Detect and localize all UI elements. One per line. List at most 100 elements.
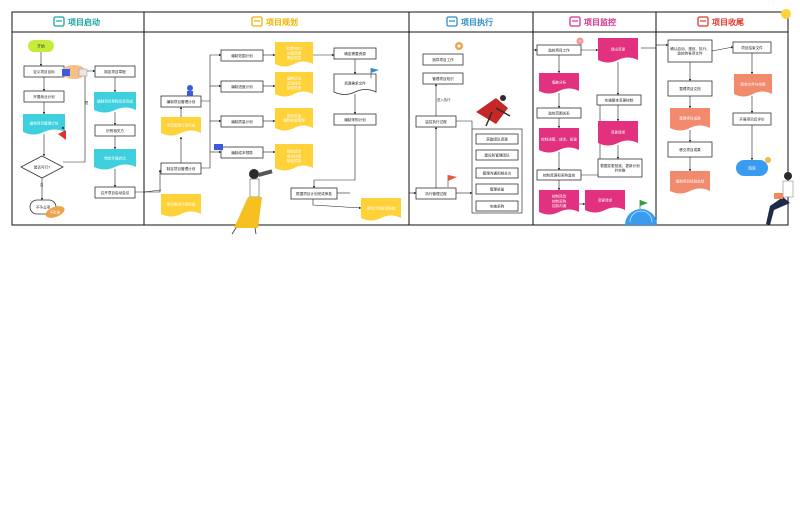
build-team-box: 建设和管理团队 <box>475 149 519 161</box>
plan-approved-doc: 项目计划审批完成 <box>361 198 401 221</box>
stakeholder-box: 识别相关方 <box>94 124 136 137</box>
exec-process-box: 执行管理过程 <box>415 187 457 200</box>
risk-doc: 控制风险控制采购控制沟通 <box>539 190 579 215</box>
node-label: 开始 <box>37 43 45 48</box>
monitor-icon <box>569 16 581 27</box>
confirm-docs-box: 确认启动、规划、执行、监控的各项文件 <box>667 39 713 63</box>
node-label: 编制采购计划 <box>344 117 366 122</box>
update-plan-box: 根据变更批准，更新计划并实施 <box>597 158 643 178</box>
control-doc: 控制进度、成本、质量 <box>539 128 579 153</box>
sitting-man-illustration <box>766 172 794 225</box>
exec-flag-icon <box>447 175 457 187</box>
kickoff-doc: 制定开展启动 <box>94 149 136 170</box>
woman-with-telescope-illustration <box>231 169 273 235</box>
node-label: 移交项目成果 <box>679 147 701 152</box>
decorations <box>58 9 794 235</box>
edge-label: 否 <box>40 183 44 187</box>
project-plan-doc: 编制项目管理计划 <box>23 114 65 135</box>
flower-icon <box>576 37 584 45</box>
node-label: 控制进度、成本、质量 <box>541 136 577 141</box>
star-board-icon <box>251 16 263 27</box>
node-label: 指导项目工作 <box>432 57 454 62</box>
node-label: 控制风险控制采购控制沟通 <box>552 193 567 208</box>
diagram-border <box>11 11 789 226</box>
gear-icon <box>455 42 463 50</box>
edge-label: 进入执行 <box>437 97 451 102</box>
folder-icon <box>214 144 223 150</box>
node-label: 项目需求计划完成 <box>167 201 196 206</box>
connector <box>143 189 162 193</box>
node-label: 项目管理计划完成 <box>167 122 196 127</box>
node-label: 监控项目工作 <box>548 47 570 52</box>
node-label: 变更请求 <box>611 129 626 134</box>
resource-monitor-box: 控制资源和采购监控 <box>536 169 582 181</box>
node-label: 开展项目后评价 <box>739 116 765 121</box>
knowledge-box: 管理项目知识 <box>422 72 464 85</box>
megaphone-icon <box>58 126 66 140</box>
plan-main-box: 制定项目管理计划 <box>160 162 202 175</box>
node-label: 识别相关方 <box>106 128 124 133</box>
organize-docs-box: 整理项目文档 <box>667 80 713 97</box>
node-label: 控制资源和采购监控 <box>543 172 576 177</box>
node-label: 结束 <box>748 165 756 170</box>
organize-result-doc: 整理项目成果 <box>670 108 710 131</box>
post-eval-box: 开展项目后评价 <box>732 112 772 126</box>
clipboard-check-icon <box>446 16 458 27</box>
connector <box>201 101 211 169</box>
end-terminal: 结束 <box>736 160 768 176</box>
start-terminal: 开始 <box>28 40 54 52</box>
node-label: 提出变更 <box>611 46 626 51</box>
running-person-illustration <box>476 95 511 127</box>
node-label: 管理沟通和相关方 <box>483 170 512 175</box>
node-label: 根据变更批准，更新计划并实施 <box>600 163 640 173</box>
node-label: 确认启动、规划、执行、监控的各项文件 <box>670 46 710 56</box>
handover-box: 移交项目成果 <box>667 141 713 158</box>
phase-header-exec: 项目执行 <box>446 16 493 27</box>
node-label: 实施整体变更控制 <box>605 97 634 102</box>
procure-plan-box: 编制采购计划 <box>333 113 377 126</box>
resource-need-box: 确定需要资源 <box>333 47 377 60</box>
phase-header-plan: 项目规划 <box>251 16 298 27</box>
person-icon <box>187 85 193 96</box>
node-label: 编制质量计划 <box>231 119 253 124</box>
variance-doc: 偏差分析 <box>539 73 579 94</box>
badge-label: 不批准 <box>50 210 61 215</box>
node-label: 定义项目目标 <box>33 69 55 74</box>
phase-headers: 项目启动项目规划项目执行项目监控项目收尾 <box>53 16 744 27</box>
define-goal-box: 定义项目目标 <box>23 65 65 78</box>
kickoff-meeting-box: 召开项目启动会议 <box>94 186 136 199</box>
reject-badge: 不批准 <box>45 206 65 218</box>
phase-title: 项目启动 <box>68 17 100 27</box>
change-doc: 提出变更 <box>598 38 638 63</box>
node-label: 开展商业计划 <box>33 94 55 99</box>
cost-doc: 规划成本成本估算制定预算 <box>275 144 313 171</box>
node-label: 变更请求 <box>598 197 613 202</box>
plan-done-doc: 项目管理计划完成 <box>161 117 201 136</box>
acceptance-doc: 验收文件与结果 <box>734 74 772 97</box>
feasible-decision: 是否可行? <box>20 155 64 179</box>
node-label: 编制进度计划 <box>231 84 253 89</box>
charter-doc: 编制项目章程任务完成 <box>94 92 136 113</box>
edge-label: 是 <box>85 100 89 105</box>
node-label: 召开项目启动会议 <box>101 190 130 195</box>
node-label: 不予立项 <box>36 204 51 209</box>
scope-monitor-box: 监控范围关系 <box>536 107 582 119</box>
connector <box>312 125 356 189</box>
connector <box>201 53 222 102</box>
node-label: 编制项目管理计划 <box>30 120 59 125</box>
node-label: 编制项目经验总结 <box>676 178 705 183</box>
node-label: 获取团队资源 <box>486 136 508 141</box>
node-label: 执行管理过程 <box>425 191 447 196</box>
node-label: 制定开展启动 <box>104 155 126 160</box>
connector <box>711 46 734 52</box>
node-label: 确定需要资源 <box>344 51 366 56</box>
node-label: 建设和管理团队 <box>484 152 510 157</box>
change-req-doc: 变更请求 <box>598 121 638 146</box>
node-label: 实施采购 <box>490 203 505 208</box>
phase-header-start: 项目启动 <box>53 16 100 27</box>
node-label: 监控执行过程 <box>425 119 447 124</box>
connector <box>456 120 473 129</box>
charter-box: 制定项目章程 <box>94 65 136 78</box>
